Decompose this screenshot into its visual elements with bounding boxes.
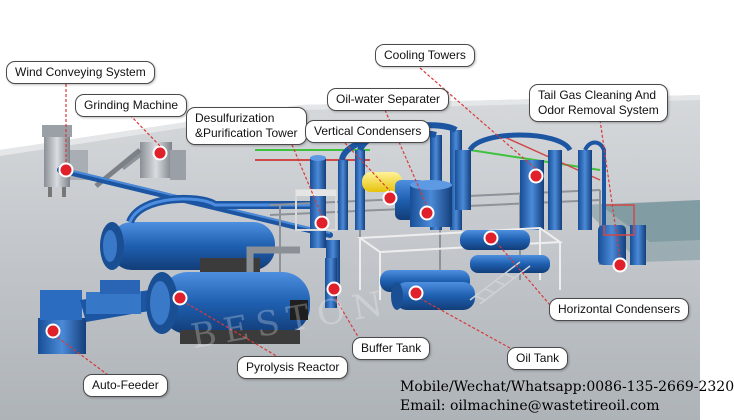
label-auto-feeder: Auto-Feeder	[83, 374, 168, 397]
marker-desulfurization	[314, 215, 330, 231]
pyrolysis-reactor-vessel	[146, 246, 310, 344]
label-vertical-condensers: Vertical Condensers	[305, 120, 431, 143]
label-horizontal-condensers: Horizontal Condensers	[549, 298, 690, 321]
marker-oil-water	[419, 205, 435, 221]
marker-horizontal	[483, 230, 499, 246]
marker-grinding	[152, 145, 168, 161]
marker-oil-tank	[408, 285, 424, 301]
marker-pyrolysis	[172, 290, 188, 306]
marker-cooling	[528, 168, 544, 184]
marker-buffer	[326, 281, 342, 297]
contact-phone: Mobile/Wechat/Whatsapp:0086-135-2669-232…	[400, 379, 734, 395]
label-wind-conveying-system: Wind Conveying System	[6, 61, 155, 84]
marker-wind-conveying	[58, 162, 74, 178]
marker-tail-gas	[612, 257, 628, 273]
label-oil-tank: Oil Tank	[507, 347, 569, 370]
plant-diagram: BESTON Wind Conveying System Grinding Ma…	[0, 44, 734, 420]
label-desulfurization-tower: Desulfurization &Purification Tower	[186, 107, 307, 145]
marker-auto-feeder	[45, 323, 61, 339]
label-grinding-machine: Grinding Machine	[75, 94, 188, 117]
marker-vertical	[382, 190, 398, 206]
label-cooling-towers: Cooling Towers	[375, 44, 475, 67]
staircase	[469, 261, 531, 305]
plant-scene	[0, 67, 700, 420]
upper-reactor	[100, 194, 320, 272]
contact-email: Email: oilmachine@wastetireoil.com	[400, 398, 660, 414]
label-oil-water-separator: Oil-water Separater	[327, 88, 450, 111]
label-pyrolysis-reactor: Pyrolysis Reactor	[237, 356, 349, 379]
marker-group	[45, 145, 628, 339]
auto-feeder-machine	[38, 280, 155, 354]
label-buffer-tank: Buffer Tank	[352, 337, 431, 360]
wind-conveying-system	[42, 125, 88, 197]
label-tail-gas-system: Tail Gas Cleaning And Odor Removal Syste…	[529, 84, 668, 122]
leader-lines	[56, 67, 621, 376]
